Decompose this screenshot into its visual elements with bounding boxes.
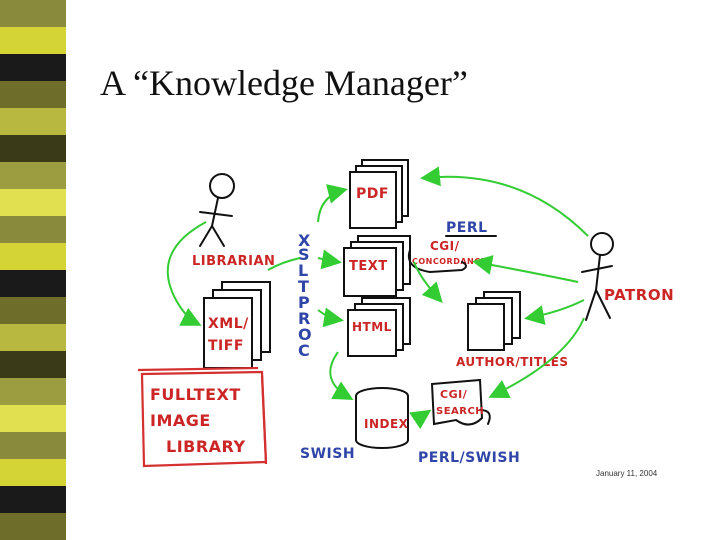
xsltproc-letter: C xyxy=(298,341,310,360)
image-label: IMAGE xyxy=(150,411,211,430)
html-document-stack-icon xyxy=(347,297,411,357)
librarian-label: LIBRARIAN xyxy=(192,254,275,269)
arrow-icon xyxy=(267,257,301,271)
stripe-square xyxy=(0,0,66,27)
author-titles-label: AUTHOR/TITLES xyxy=(456,355,569,369)
arrow-icon xyxy=(413,261,443,303)
stripe-square xyxy=(0,189,66,216)
date-stamp: January 11, 2004 xyxy=(596,469,658,478)
arrow-icon xyxy=(317,249,342,270)
cgi-label: CGI/ xyxy=(430,239,460,253)
stripe-square xyxy=(0,297,66,324)
tiff-label: TIFF xyxy=(208,338,244,354)
decorative-stripe xyxy=(0,0,66,540)
slide-title: A “Knowledge Manager” xyxy=(100,63,468,103)
xml-tiff-document-stack-icon xyxy=(203,281,271,369)
text-document-stack-icon xyxy=(343,235,411,297)
search-cgi-label: CGI/ xyxy=(440,388,468,401)
arrow-icon xyxy=(472,255,579,283)
stripe-square xyxy=(0,108,66,135)
xsltproc-letter: L xyxy=(298,261,309,280)
stripe-square xyxy=(0,54,66,81)
concordance-label: CONCORDANCE xyxy=(412,257,487,266)
xsltproc-letter: S xyxy=(298,245,310,264)
arrow-icon xyxy=(488,317,585,398)
flow-arrows xyxy=(166,166,589,430)
arrow-icon xyxy=(409,409,432,430)
pdf-document-stack-icon xyxy=(349,159,409,229)
search-scroll-icon xyxy=(430,378,491,426)
library-label: LIBRARY xyxy=(166,437,246,456)
text-label: TEXT xyxy=(349,259,388,274)
perl-swish-label: PERL/SWISH xyxy=(418,450,520,466)
xsltproc-letter: T xyxy=(298,277,309,296)
stripe-square xyxy=(0,378,66,405)
stripe-square xyxy=(0,81,66,108)
author-titles-document-stack-icon xyxy=(467,291,521,351)
arrow-icon xyxy=(524,299,585,325)
arrow-icon xyxy=(420,166,589,237)
stripe-square xyxy=(0,270,66,297)
stripe-square xyxy=(0,459,66,486)
index-label: INDEX xyxy=(364,417,409,431)
stripe-square xyxy=(0,486,66,513)
stripe-square xyxy=(0,351,66,378)
xsltproc-vertical-label: X S L T P R O C xyxy=(298,231,312,360)
arrow-icon xyxy=(317,184,348,223)
stripe-square xyxy=(0,324,66,351)
patron-stick-figure-icon xyxy=(581,232,614,321)
xsltproc-letter: X xyxy=(298,231,311,250)
xsltproc-letter: O xyxy=(298,325,312,344)
pdf-label: PDF xyxy=(356,186,389,202)
arrow-icon xyxy=(317,307,344,328)
swish-label: SWISH xyxy=(300,446,355,462)
xml-label: XML/ xyxy=(208,316,249,332)
xsltproc-letter: R xyxy=(298,309,311,328)
arrow-icon xyxy=(166,221,207,326)
html-label: HTML xyxy=(352,320,392,334)
stripe-square xyxy=(0,27,66,54)
patron-label: PATRON xyxy=(604,286,674,304)
perl-label: PERL xyxy=(446,220,488,236)
search-label: SEARCH xyxy=(436,406,484,417)
fulltext-library-box xyxy=(137,366,268,468)
stripe-square xyxy=(0,162,66,189)
stripe-square xyxy=(0,135,66,162)
index-cylinder-icon xyxy=(355,387,409,449)
stripe-square xyxy=(0,216,66,243)
stripe-square xyxy=(0,405,66,432)
xsltproc-letter: P xyxy=(298,293,310,312)
arrow-icon xyxy=(329,351,354,400)
stripe-square xyxy=(0,243,66,270)
stripe-square xyxy=(0,432,66,459)
fulltext-label: FULLTEXT xyxy=(150,385,241,404)
stripe-square xyxy=(0,513,66,540)
librarian-stick-figure-icon xyxy=(199,173,235,247)
